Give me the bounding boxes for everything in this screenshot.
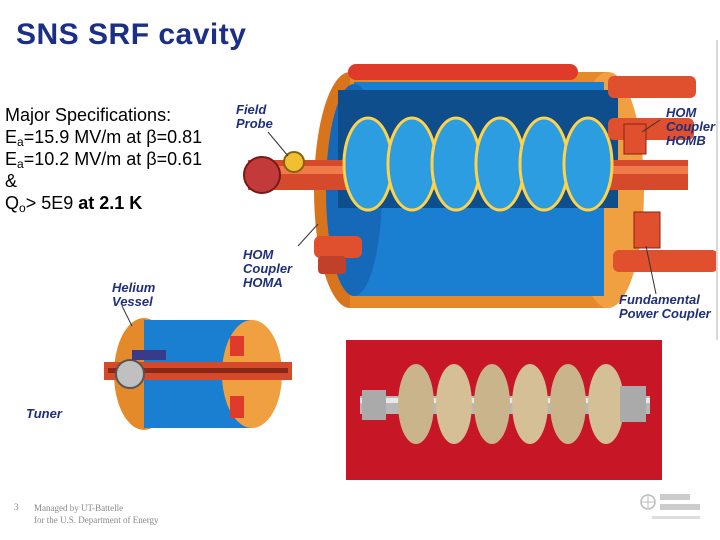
slide-title: SNS SRF cavity: [16, 18, 247, 51]
cavity-cutaway-illustration: [243, 64, 718, 308]
cavity-cells: [342, 116, 614, 212]
footer-text: Managed by UT-Battelle for the U.S. Depa…: [34, 503, 159, 525]
specs-heading: Major Specifications:: [5, 105, 172, 125]
spec-line-beta-081: Ea=15.9 MV/m at β=0.81: [5, 127, 203, 149]
slide-edge-rule: [716, 40, 718, 340]
major-specifications: Major Specifications: Ea=15.9 MV/m at β=…: [5, 104, 241, 214]
niobium-cavity-photo: [346, 340, 662, 480]
spec-line-beta-061: Ea=10.2 MV/m at β=0.61: [5, 149, 203, 171]
slide-number: 3: [14, 502, 19, 512]
oak-ridge-logo: [640, 494, 700, 519]
label-tuner: Tuner: [26, 406, 62, 421]
spec-line-q0: Qo> 5E9 at 2.1 K: [5, 193, 143, 215]
spec-line-and: &: [5, 171, 18, 191]
helium-vessel-illustration: [104, 305, 292, 430]
